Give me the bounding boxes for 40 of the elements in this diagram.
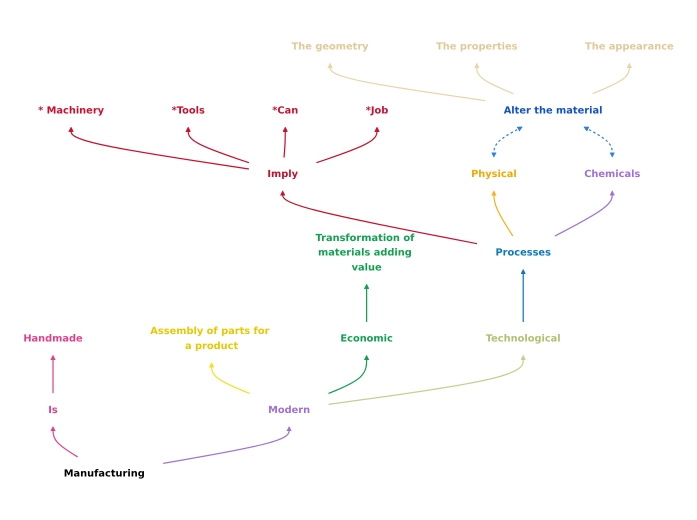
arrow	[592, 62, 632, 94]
arrow	[50, 354, 56, 394]
node-text: Is	[48, 404, 58, 416]
node-text: Manufacturing	[64, 467, 145, 480]
arrow	[68, 126, 250, 170]
node-text: Technological	[486, 332, 561, 344]
arrow	[520, 268, 526, 322]
arrow	[50, 426, 78, 458]
arrow	[491, 126, 523, 158]
node-text: *Job	[366, 104, 388, 116]
node-text: Alter the material	[504, 104, 602, 116]
arrow	[474, 62, 514, 94]
arrow	[316, 126, 380, 164]
node-text: Chemicals	[584, 168, 640, 180]
node-text: Modern	[268, 404, 310, 416]
node-text: *Can	[272, 104, 298, 116]
arrow	[163, 426, 292, 464]
node-text: Transformation of materials adding value	[315, 232, 414, 273]
node-text: The geometry	[292, 40, 369, 52]
arrow	[584, 126, 615, 158]
arrow	[185, 126, 250, 164]
node-text: Imply	[267, 168, 298, 180]
node-text: Handmade	[23, 332, 83, 344]
node-text: *Tools	[172, 104, 205, 116]
node-text: Physical	[471, 168, 517, 180]
arrow	[554, 190, 615, 237]
arrow	[328, 354, 370, 394]
arrow	[327, 62, 486, 102]
node-text: Processes	[495, 246, 551, 258]
node-text: Assembly of parts for a product	[150, 325, 270, 352]
arrow	[282, 126, 288, 158]
arrow	[364, 284, 370, 322]
arrow	[491, 190, 514, 236]
node-text: * Machinery	[38, 104, 104, 116]
arrow	[280, 190, 478, 244]
node-text: The appearance	[585, 40, 674, 52]
node-text: The properties	[436, 40, 518, 52]
arrow	[208, 362, 250, 394]
node-text: Economic	[340, 332, 393, 344]
arrow	[328, 354, 526, 405]
